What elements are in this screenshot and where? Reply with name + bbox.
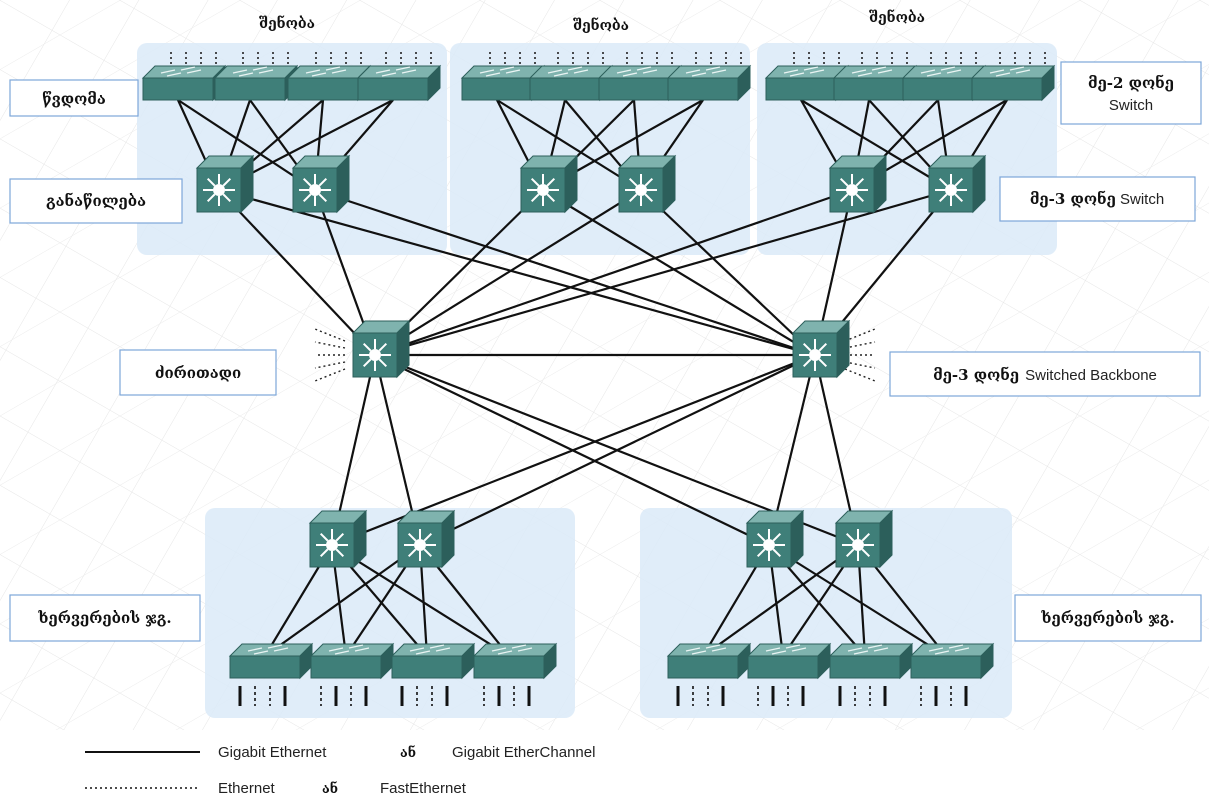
core-ethernet-stub — [314, 368, 346, 382]
building-label-2: შენობა — [573, 17, 629, 34]
core-ethernet-stub — [314, 361, 346, 369]
layer3-switch-icon — [617, 154, 677, 214]
serverfarm-layer3-switch-icon — [834, 509, 894, 569]
layer2-switch-icon — [528, 64, 614, 102]
link-distribution-core — [374, 188, 952, 357]
core-ethernet-stub — [844, 368, 876, 382]
label-server-farm-left-box: ხერვერების ჯგ. — [9, 594, 201, 642]
serverfarm-layer2-switch-icon — [746, 642, 832, 680]
layer2-switch-icon — [666, 64, 752, 102]
label-access: წვდომა — [42, 90, 106, 108]
label-distribution: განაწილება — [46, 192, 146, 210]
serverfarm-layer2-switch-icon — [228, 642, 314, 680]
legend-solid-or: ან — [400, 745, 416, 761]
legend-dotted-or: ან — [322, 781, 338, 797]
label-distribution-box: განაწილება — [9, 178, 183, 224]
link-distribution-core — [542, 189, 816, 356]
link-access-distribution — [800, 99, 952, 191]
label-backbone: მე-3 დონე Switched Backbone — [933, 366, 1157, 384]
core-switch-icon — [351, 319, 411, 379]
link-serverfarm-access — [331, 544, 510, 657]
layer3-switch-icon — [195, 154, 255, 214]
label-backbone-lat: Switched Backbone — [1025, 367, 1157, 384]
link-access-distribution — [177, 99, 316, 191]
label-server-farm-right: ხერვერების ჯგ. — [1040, 609, 1174, 627]
serverfarm-layer2-switch-icon — [666, 642, 752, 680]
core-ethernet-stub — [844, 361, 876, 369]
label-layer2-line1: მე-2 დონე — [1088, 74, 1174, 92]
label-server-farm-left: ხერვერების ჯგ. — [37, 609, 171, 627]
serverfarm-layer2-switch-icon — [909, 642, 995, 680]
core-ethernet-stub — [314, 328, 346, 342]
serverfarm-layer2-switch-icon — [828, 642, 914, 680]
serverfarm-layer3-switch-icon — [308, 509, 368, 569]
server-farm-zone-right — [640, 508, 1012, 718]
link-core-serverfarm — [374, 354, 770, 546]
layer3-switch-icon — [519, 154, 579, 214]
legend-dotted-b: FastEthernet — [380, 780, 467, 797]
link-distribution-core — [218, 189, 376, 356]
label-access-box: წვდომა — [9, 79, 139, 117]
label-layer2-line2: Switch — [1109, 97, 1153, 114]
label-layer3-geo: მე-3 დონე — [1030, 190, 1116, 208]
legend-dotted-a: Ethernet — [218, 780, 276, 797]
layer3-switch-icon — [927, 154, 987, 214]
legend: Gigabit Ethernet ან Gigabit EtherChannel… — [85, 744, 595, 797]
building-label-1: შენობა — [259, 15, 315, 32]
core-ethernet-stub — [844, 341, 876, 349]
core-switch-icon — [791, 319, 851, 379]
link-distribution-core — [374, 188, 853, 357]
link-distribution-core — [374, 189, 642, 356]
label-server-farm-right-box: ხერვერების ჯგ. — [1014, 594, 1202, 642]
core-ethernet-stub — [844, 328, 876, 342]
building-label-3: შენობა — [869, 9, 925, 26]
layer3-switch-icon — [291, 154, 351, 214]
serverfarm-layer3-switch-icon — [745, 509, 805, 569]
serverfarm-layer2-switch-icon — [390, 642, 476, 680]
label-backbone-geo: მე-3 დონე — [933, 366, 1019, 384]
label-core-box: ძირითადი — [119, 349, 277, 396]
link-distribution-core — [218, 188, 816, 357]
label-layer3: მე-3 დონე Switch — [1030, 190, 1164, 208]
serverfarm-layer2-switch-icon — [309, 642, 395, 680]
core-ethernet-stub — [314, 341, 346, 349]
devices-layer — [141, 64, 1056, 680]
link-serverfarm-access — [768, 544, 947, 657]
link-serverfarm-access — [702, 544, 859, 657]
label-core: ძირითადი — [155, 364, 241, 382]
layer2-switch-icon — [213, 64, 299, 102]
layer2-switch-icon — [970, 64, 1056, 102]
label-layer2-box: მე-2 დონე Switch — [1060, 61, 1202, 125]
link-serverfarm-access — [264, 544, 421, 657]
link-access-distribution — [496, 99, 642, 191]
layer3-switch-icon — [828, 154, 888, 214]
label-backbone-box: მე-3 დონე Switched Backbone — [889, 351, 1201, 397]
label-layer3-box: მე-3 დონე Switch — [999, 176, 1196, 222]
label-layer3-lat: Switch — [1116, 191, 1164, 208]
layer2-switch-icon — [141, 64, 227, 102]
legend-solid-a: Gigabit Ethernet — [218, 744, 327, 761]
link-distribution-core — [314, 188, 816, 357]
serverfarm-layer3-switch-icon — [396, 509, 456, 569]
serverfarm-layer2-switch-icon — [472, 642, 558, 680]
link-distribution-core — [640, 189, 816, 356]
layer2-switch-icon — [356, 64, 442, 102]
legend-solid-b: Gigabit EtherChannel — [452, 744, 595, 761]
